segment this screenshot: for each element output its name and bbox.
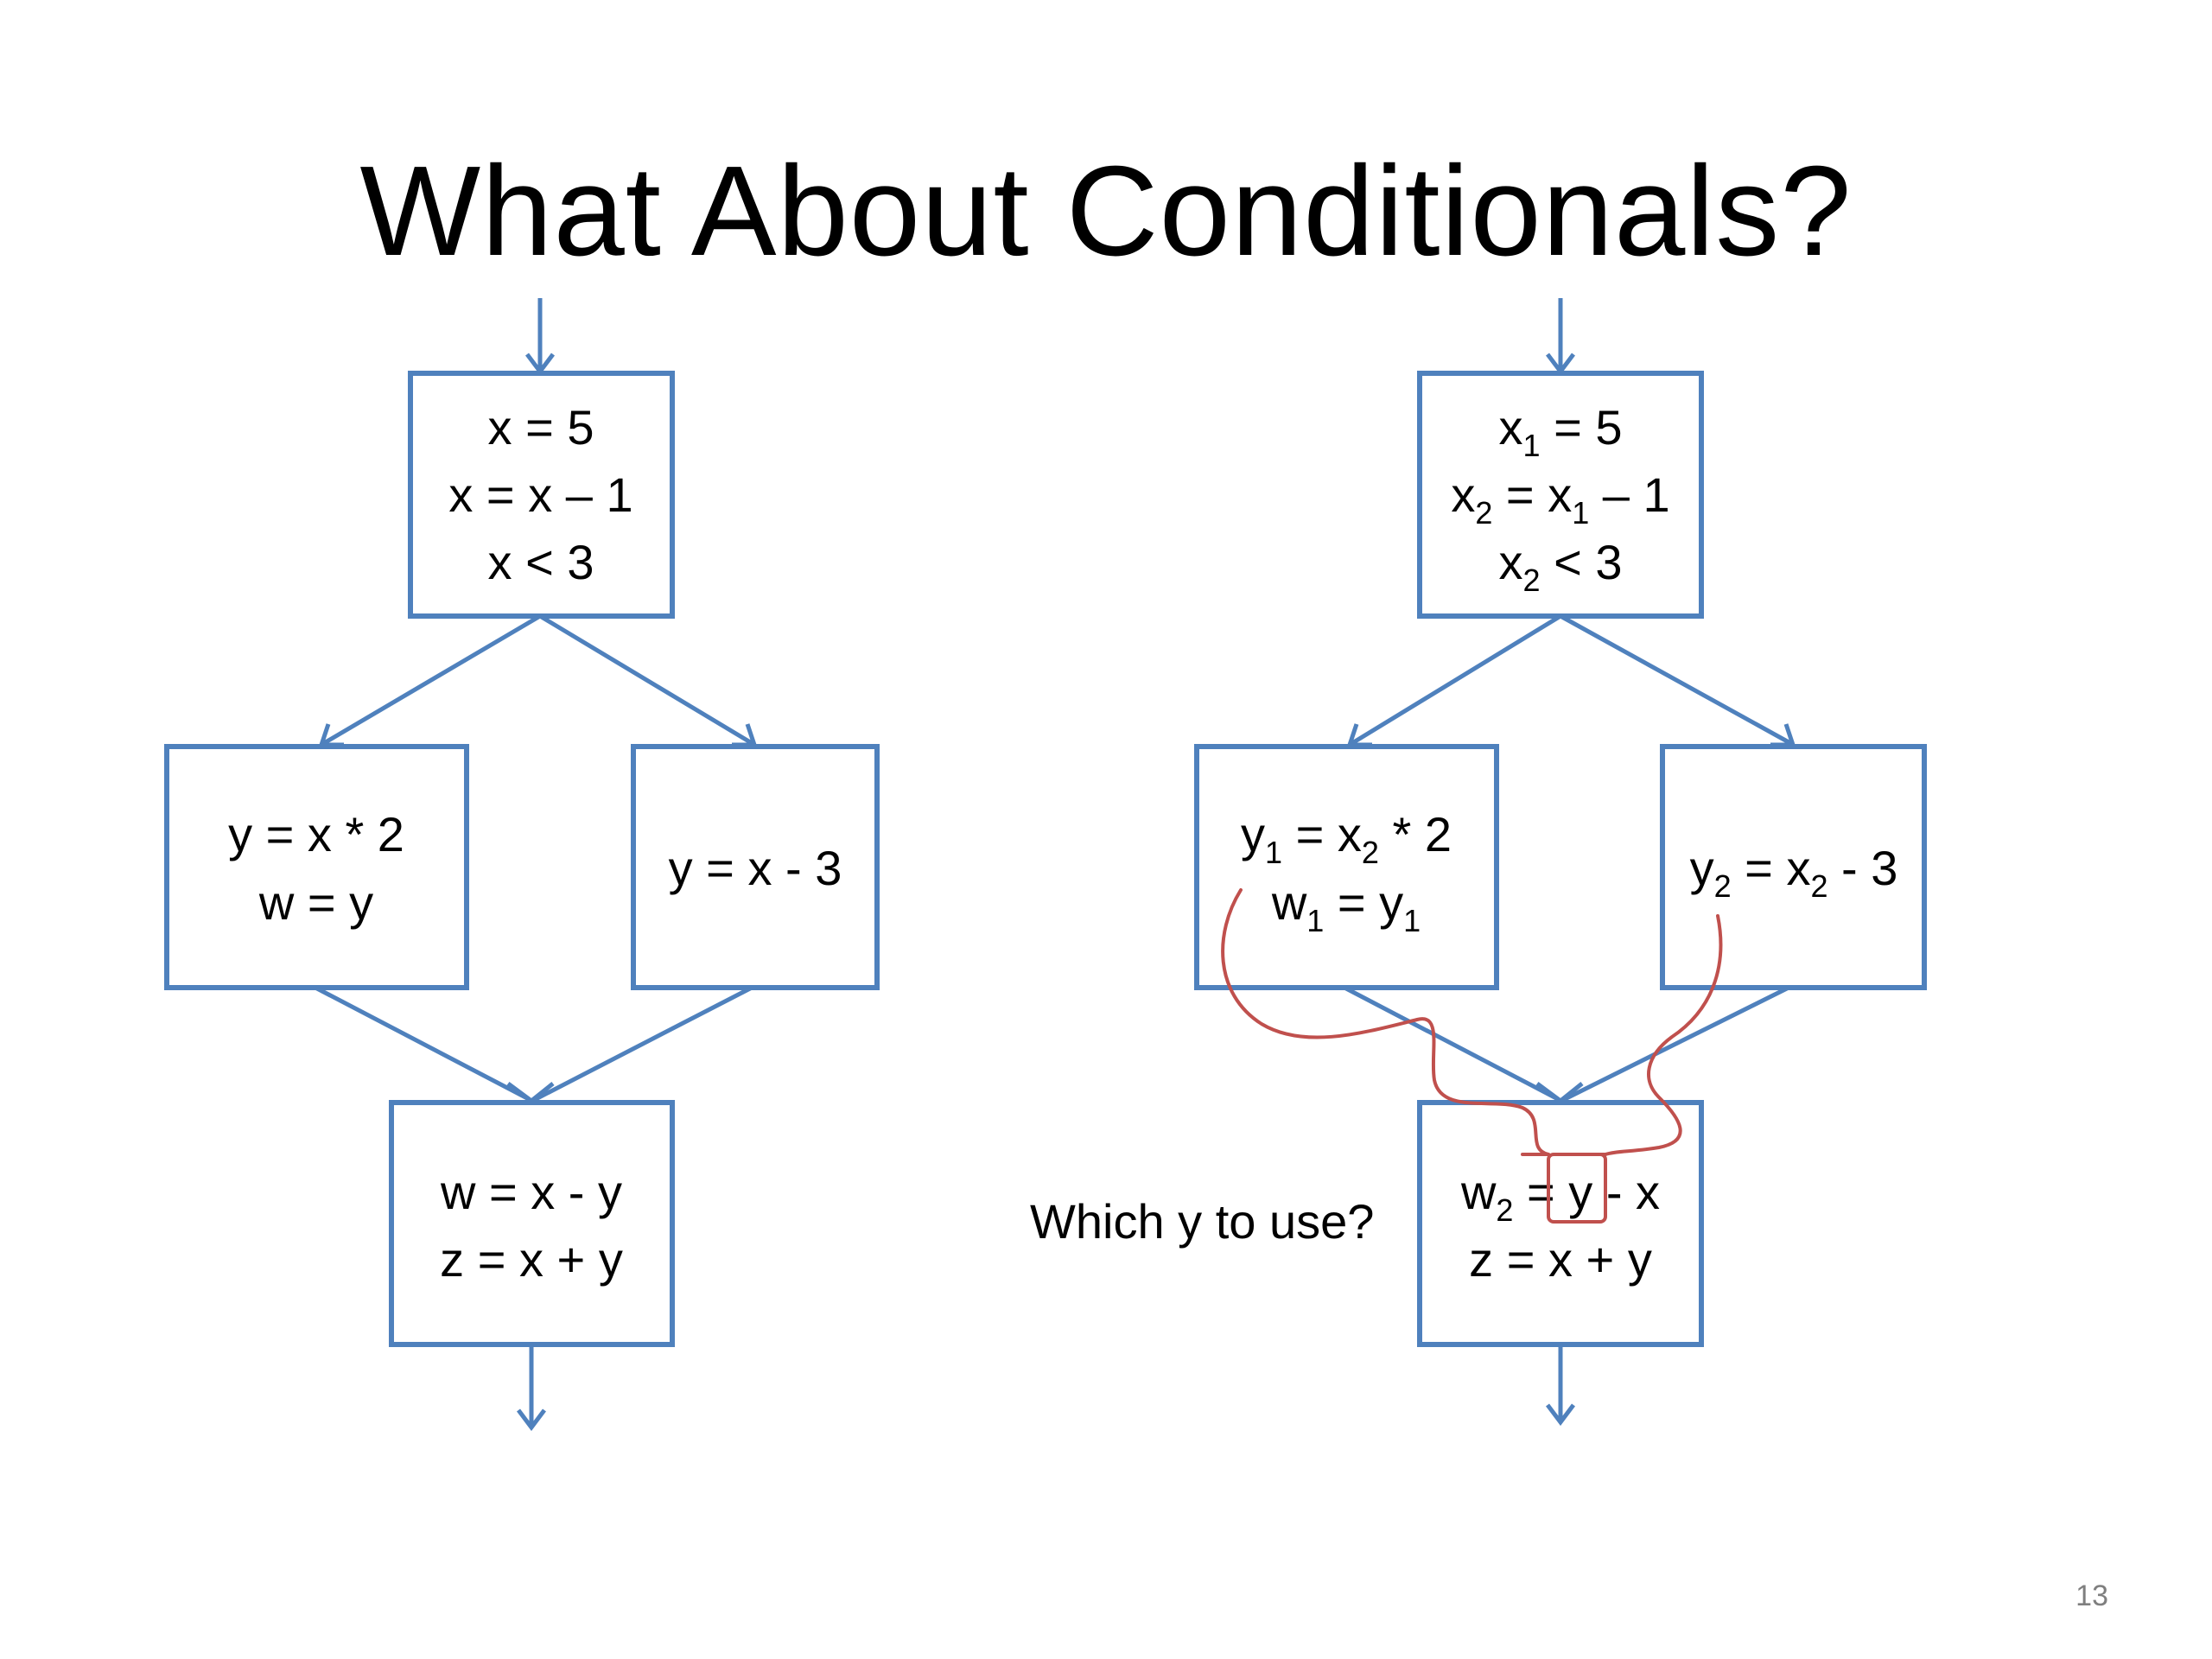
left-then-block <box>164 744 469 990</box>
highlighted-y: y <box>1568 1165 1592 1219</box>
left-join-block <box>389 1100 675 1347</box>
right-then-line-1: y1 = x2 * 2 <box>1241 807 1452 870</box>
annotation-box-around-y <box>1547 1153 1607 1224</box>
left-edge-to-else <box>538 613 753 746</box>
right-edge-to-else <box>1559 613 1792 746</box>
right-entry-line-2: x2 = x1 – 1 <box>1451 467 1669 531</box>
right-else-line-1: y2 = x2 - 3 <box>1690 841 1898 904</box>
right-then-block <box>1194 744 1499 990</box>
left-entry-line-2: x = x – 1 <box>448 467 632 522</box>
right-cfg-ssa: x1 = 5 x2 = x1 – 1 x2 < 3 y1 = x2 * 2 w1… <box>1030 298 1927 1427</box>
left-then-line-1: y = x * 2 <box>228 807 404 861</box>
right-edge-else-join <box>1563 985 1790 1102</box>
left-exit-arrowhead <box>517 1408 546 1432</box>
right-else-block <box>1660 744 1927 990</box>
left-join-line-2: z = x + y <box>440 1232 623 1287</box>
right-exit-arrowhead <box>1546 1403 1575 1427</box>
left-else-block <box>631 744 880 990</box>
left-join-line-1: w = x - y <box>440 1165 622 1219</box>
left-then-line-2: w = y <box>258 875 373 930</box>
right-entry-line-1: x1 = 5 <box>1499 400 1623 463</box>
left-edge-else-join <box>534 985 753 1102</box>
left-edge-to-then <box>322 613 542 746</box>
right-entry-line-3: x2 < 3 <box>1499 535 1623 598</box>
left-cfg: x = 5 x = x – 1 x < 3 y = x * 2 w = y y … <box>164 298 880 1432</box>
question-label: Which y to use? <box>1030 1194 1374 1249</box>
left-entry-line-1: x = 5 <box>488 400 594 454</box>
page-number: 13 <box>2075 1580 2108 1612</box>
right-edge-then-join <box>1343 985 1560 1102</box>
left-entry-line-3: x < 3 <box>488 535 594 589</box>
left-else-line-1: y = x - 3 <box>669 841 842 895</box>
right-entry-block <box>1417 371 1704 619</box>
annotation-curve-from-y2 <box>1604 914 1723 1156</box>
right-join-line-2: z = x + y <box>1469 1232 1652 1287</box>
left-edge-then-join <box>314 985 531 1102</box>
left-entry-block <box>408 371 675 619</box>
right-then-line-2: w1 = y1 <box>1271 875 1421 938</box>
slide-title: What About Conditionals? <box>359 140 1853 283</box>
annotation-curve-from-y1 <box>1221 888 1550 1156</box>
right-join-line-1: w2 = y - x <box>1460 1165 1660 1228</box>
right-edge-to-then <box>1351 613 1562 746</box>
